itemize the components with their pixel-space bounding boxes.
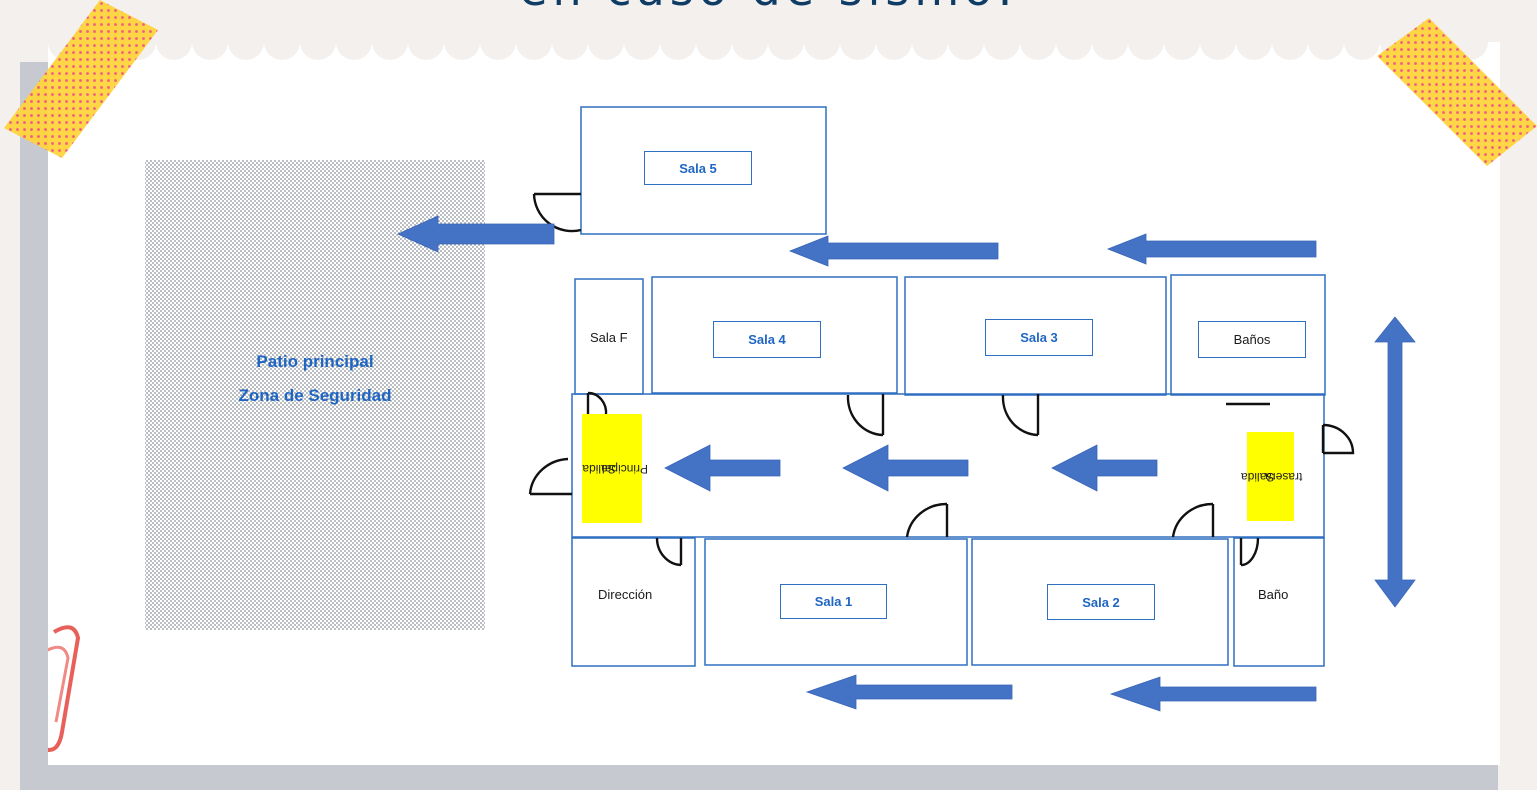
scallop (1308, 42, 1344, 60)
floor-plan-card: Patio principal Zona de Seguridad Sala 5… (48, 42, 1500, 765)
room-sala5 (580, 106, 827, 235)
scallop (264, 42, 300, 60)
scallop (192, 42, 228, 60)
scallop (588, 42, 624, 60)
scallop (948, 42, 984, 60)
scallop (696, 42, 732, 60)
scallop (660, 42, 696, 60)
room-sala4 (651, 276, 898, 394)
scallop (336, 42, 372, 60)
arrow-up-down-icon (1374, 316, 1416, 608)
sala1-label: Sala 1 (780, 584, 887, 619)
scallop (480, 42, 516, 60)
arrow-left-icon (805, 674, 1013, 710)
scallop (228, 42, 264, 60)
scallop (516, 42, 552, 60)
scallop (876, 42, 912, 60)
scallop (1200, 42, 1236, 60)
scallop (1056, 42, 1092, 60)
scallop (732, 42, 768, 60)
scallop (552, 42, 588, 60)
sala2-label: Sala 2 (1047, 584, 1155, 620)
bano-label: Baño (1258, 587, 1289, 602)
scallop (984, 42, 1020, 60)
scallop (1020, 42, 1056, 60)
slide-title: en caso de sismo: (0, 0, 1537, 12)
scallop (372, 42, 408, 60)
patio-label: Patio principal Zona de Seguridad (145, 352, 485, 406)
scallop (1128, 42, 1164, 60)
tape-left-icon (4, 0, 158, 158)
scallop (156, 42, 192, 60)
sala4-label: Sala 4 (713, 321, 821, 358)
arrow-left-icon (664, 444, 781, 492)
patio-title: Patio principal (256, 352, 374, 371)
scallop (624, 42, 660, 60)
direccion-label: Dirección (598, 587, 653, 602)
tape-right-icon (1377, 18, 1537, 166)
scallop (804, 42, 840, 60)
main-exit-line2: Principal (601, 462, 649, 476)
room-direccion (571, 537, 696, 667)
evacuation-arrows (397, 215, 1416, 712)
room-sala1 (704, 538, 968, 666)
arrow-left-icon (788, 235, 999, 267)
scallop (1236, 42, 1272, 60)
evacuation-plan (145, 106, 1416, 712)
scallop (1272, 42, 1308, 60)
sala5-label: Sala 5 (644, 151, 752, 185)
back-exit-line2: trasera (1264, 470, 1303, 484)
room-bano (1233, 537, 1325, 667)
room-banos (1170, 274, 1326, 396)
scallop (444, 42, 480, 60)
scallop (840, 42, 876, 60)
sala-f-label: Sala F (590, 330, 628, 345)
arrow-left-icon (1109, 676, 1317, 712)
arrow-left-icon (842, 444, 969, 492)
scallop (1344, 42, 1380, 60)
banos-label: Baños (1198, 321, 1306, 358)
scallop (912, 42, 948, 60)
scallop (1092, 42, 1128, 60)
arrow-left-icon (1051, 444, 1158, 492)
room-sala2 (971, 538, 1229, 666)
paperclip-icon (48, 625, 81, 752)
sala3-label: Sala 3 (985, 319, 1093, 356)
doors (528, 192, 1355, 567)
arrow-left-icon (397, 215, 555, 253)
scallop (768, 42, 804, 60)
scallop (300, 42, 336, 60)
room-sala3 (904, 276, 1167, 396)
scallop (1164, 42, 1200, 60)
arrow-left-icon (1106, 233, 1317, 265)
patio-subtitle: Zona de Seguridad (238, 386, 392, 405)
scallop (408, 42, 444, 60)
